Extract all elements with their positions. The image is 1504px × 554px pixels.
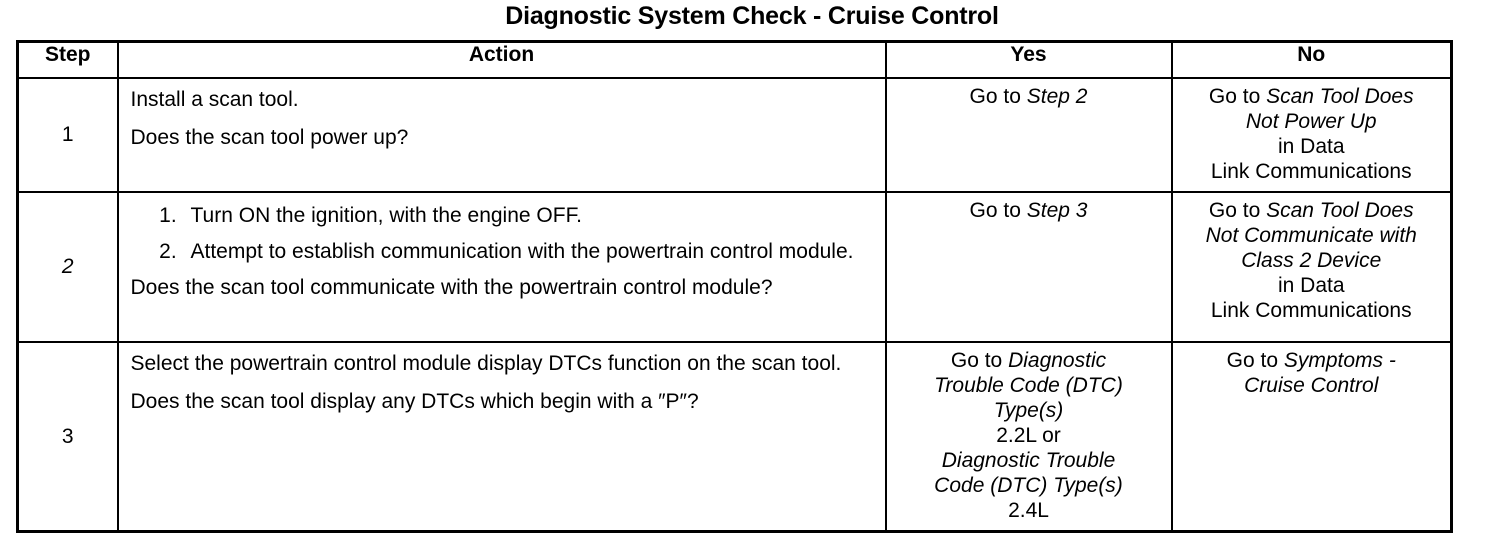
- yes-fragment: Go to: [969, 85, 1027, 108]
- no-fragment: Go to: [1208, 198, 1267, 222]
- no-line: Not Communicate with: [1179, 224, 1445, 249]
- yes-fragment: Go to: [950, 348, 1009, 372]
- yes-fragment: Code (DTC) Type(s): [934, 473, 1123, 497]
- column-header-step: Step: [16, 40, 119, 79]
- no-line: Go to Symptoms -: [1179, 349, 1445, 374]
- yes-fragment: 2.2L or: [996, 423, 1061, 447]
- no-line: Not Power Up: [1179, 110, 1445, 135]
- yes-fragment: Diagnostic Trouble: [941, 448, 1116, 472]
- yes-line: 2.2L or: [893, 424, 1165, 449]
- action-paragraph: Install a scan tool.: [130, 88, 299, 111]
- action-step-item: Attempt to establish communication with …: [183, 239, 875, 265]
- yes-fragment: Type(s): [993, 398, 1064, 422]
- no-fragment: Not Communicate with: [1205, 223, 1417, 247]
- no-fragment: Go to: [1208, 85, 1267, 108]
- action-paragraph: Does the scan tool display any DTCs whic…: [130, 389, 699, 413]
- action-paragraph: Does the scan tool power up?: [130, 126, 409, 150]
- yes-fragment: Go to: [969, 198, 1027, 222]
- column-header-no: No: [1170, 40, 1453, 79]
- no-line: Go to Scan Tool Does: [1179, 199, 1445, 224]
- yes-line: Go to Diagnostic: [893, 349, 1165, 374]
- yes-cell: Go to Step 3: [884, 190, 1173, 343]
- action-cell: Turn ON the ignition, with the engine OF…: [116, 190, 887, 343]
- yes-fragment: Diagnostic: [1008, 348, 1107, 372]
- yes-fragment: 2.4L: [1008, 498, 1049, 522]
- no-line: Go to Scan Tool Does: [1179, 85, 1445, 110]
- no-line: Cruise Control: [1179, 374, 1445, 399]
- no-fragment: Go to: [1226, 348, 1284, 372]
- step-number: 3: [16, 340, 119, 533]
- no-fragment: Cruise Control: [1244, 373, 1379, 397]
- step-number: 2: [16, 190, 119, 343]
- action-paragraph: Does the scan tool communicate with the …: [130, 276, 773, 299]
- no-fragment: Not Power Up: [1245, 109, 1377, 133]
- yes-cell: Go to Step 2: [884, 77, 1173, 193]
- yes-line: Type(s): [893, 399, 1165, 424]
- no-line: in Data: [1179, 274, 1445, 299]
- no-fragment: Link Communications: [1210, 298, 1412, 322]
- action-cell: Select the powertrain control module dis…: [116, 340, 887, 533]
- no-fragment: Scan Tool Does: [1266, 85, 1414, 108]
- action-step-item: Turn ON the ignition, with the engine OF…: [183, 203, 875, 229]
- action-cell: Install a scan tool. Does the scan tool p…: [116, 77, 887, 193]
- yes-fragment: Step 3: [1026, 198, 1088, 222]
- table-row: 2 Turn ON the ignition, with the engine O…: [16, 190, 1453, 343]
- yes-line: Trouble Code (DTC): [893, 374, 1165, 399]
- table-row: 3 Select the powertrain control module di…: [16, 340, 1453, 533]
- yes-fragment: Trouble Code (DTC): [934, 373, 1123, 397]
- table-body: 1 Install a scan tool. Does the scan tool …: [16, 77, 1453, 533]
- yes-line: Go to Step 3: [893, 199, 1165, 224]
- no-fragment: Symptoms -: [1283, 348, 1396, 372]
- no-line: Class 2 Device: [1179, 249, 1445, 274]
- column-header-yes: Yes: [884, 40, 1173, 79]
- yes-line: Go to Step 2: [893, 85, 1165, 110]
- no-line: Link Communications: [1179, 160, 1445, 185]
- yes-line: Diagnostic Trouble: [893, 449, 1165, 474]
- no-cell: Go to Symptoms -Cruise Control: [1170, 340, 1453, 533]
- no-fragment: in Data: [1277, 134, 1345, 158]
- no-fragment: in Data: [1277, 273, 1345, 297]
- no-line: Link Communications: [1179, 299, 1445, 324]
- table-header-row: Step Action Yes No: [16, 40, 1453, 79]
- yes-line: 2.4L: [893, 499, 1165, 524]
- yes-line: Code (DTC) Type(s): [893, 474, 1165, 499]
- no-line: in Data: [1179, 135, 1445, 160]
- action-step-list: Turn ON the ignition, with the engine OF…: [131, 203, 875, 265]
- column-header-action: Action: [116, 40, 887, 79]
- page-title: Diagnostic System Check - Cruise Control: [505, 2, 999, 30]
- yes-fragment: Step 2: [1026, 85, 1088, 108]
- no-fragment: Scan Tool Does: [1266, 198, 1414, 222]
- action-paragraph: Select the powertrain control module dis…: [130, 351, 842, 375]
- step-number: 1: [16, 77, 119, 193]
- no-fragment: Link Communications: [1210, 159, 1412, 183]
- table-row: 1 Install a scan tool. Does the scan tool …: [16, 77, 1453, 193]
- no-fragment: Class 2 Device: [1241, 248, 1382, 272]
